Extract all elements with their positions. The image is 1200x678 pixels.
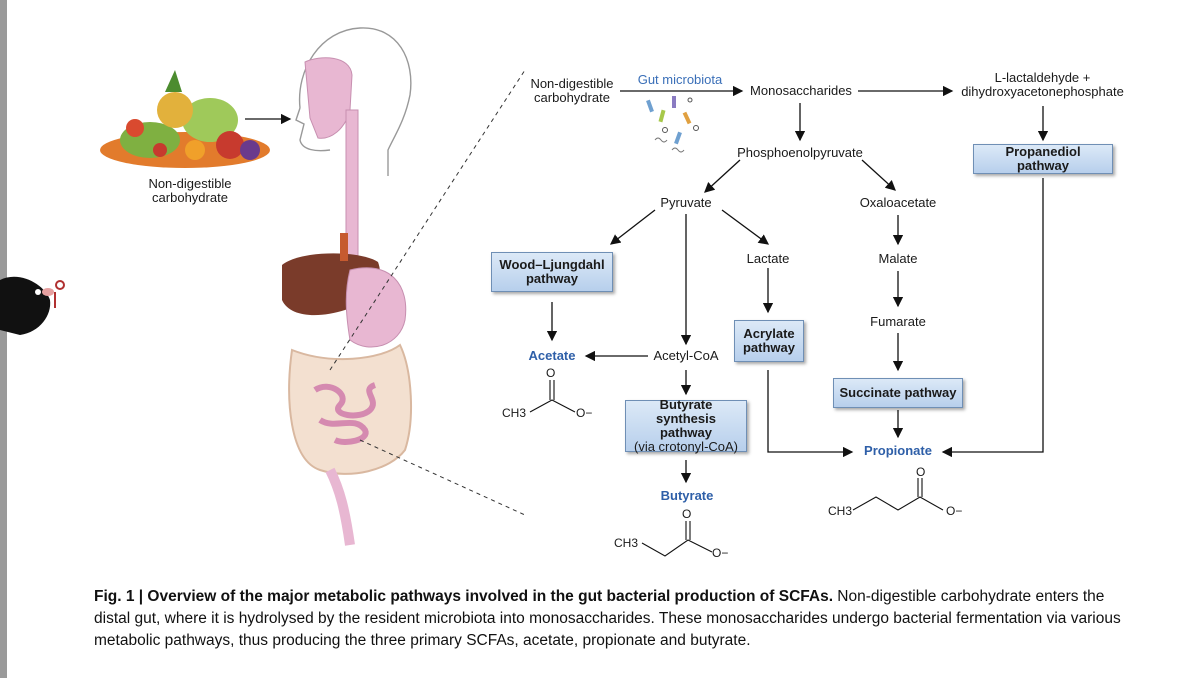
caption-title: Fig. 1 | Overview of the major metabolic… (94, 588, 833, 605)
acrylate-pathway-box: Acrylate pathway (734, 320, 804, 362)
propionate-oxide: O− (946, 504, 963, 518)
oxaloacetate-label: Oxaloacetate (859, 195, 937, 210)
lactate-label: Lactate (746, 251, 790, 266)
propanediol-pathway-box: Propanediol pathway (973, 144, 1113, 174)
digestive-tract-icon (282, 109, 412, 546)
mole-mascot-icon (0, 276, 65, 335)
food-label: Non-digestible carbohydrate (148, 176, 232, 205)
butyrate-synthesis-subtitle: (via crotonyl-CoA) (633, 439, 739, 454)
propionate-label: Propionate (864, 443, 932, 458)
figure-caption: Fig. 1 | Overview of the major metabolic… (94, 586, 1134, 652)
butyrate-ch3: CH3 (614, 536, 639, 550)
acrylate-pathway-label: Acrylate pathway (742, 326, 795, 355)
acetate-oxygen: O (546, 366, 556, 380)
lactaldehyde-label: L-lactaldehyde + dihydroxyacetonephospha… (961, 70, 1124, 99)
source-label: Non-digestible carbohydrate (530, 76, 614, 105)
butyrate-oxygen: O (682, 507, 692, 521)
flow-arrows (546, 85, 1049, 484)
butyrate-synthesis-pathway-label: Butyrate synthesis pathway (656, 397, 716, 440)
chemical-structures (529, 380, 944, 557)
butyrate-label: Butyrate (660, 488, 714, 503)
gut-microbiota-label: Gut microbiota (637, 72, 723, 87)
fumarate-label: Fumarate (870, 314, 926, 329)
butyrate-synthesis-pathway-box: Butyrate synthesis pathway (via crotonyl… (625, 397, 747, 454)
caption-body: Non-digestible carbohydrate enters the d… (94, 588, 1121, 649)
malate-label: Malate (878, 251, 918, 266)
phosphoenolpyruvate-label: Phosphoenolpyruvate (737, 145, 863, 160)
butyrate-oxide: O− (712, 546, 729, 560)
acetate-oxide: O− (576, 406, 593, 420)
acetyl-coa-label: Acetyl-CoA (653, 348, 719, 363)
propionate-oxygen: O (916, 465, 926, 479)
microbiota-icon (646, 96, 699, 153)
wood-ljungdahl-pathway-label: Wood–Ljungdahl pathway (499, 257, 605, 286)
propionate-ch3: CH3 (828, 504, 853, 518)
acetate-label: Acetate (528, 348, 576, 363)
acetate-ch3: CH3 (502, 406, 527, 420)
wood-ljungdahl-pathway-box: Wood–Ljungdahl pathway (491, 252, 613, 292)
left-page-edge (0, 0, 7, 678)
succinate-pathway-label: Succinate pathway (839, 385, 957, 400)
zoom-line-top (329, 69, 526, 371)
pyruvate-label: Pyruvate (660, 195, 712, 210)
vegetable-pile-icon (100, 70, 270, 168)
succinate-pathway-box: Succinate pathway (833, 378, 963, 408)
propanediol-pathway-label: Propanediol pathway (1005, 144, 1081, 173)
zoom-line-bottom (359, 439, 526, 516)
monosaccharides-label: Monosaccharides (750, 83, 852, 98)
